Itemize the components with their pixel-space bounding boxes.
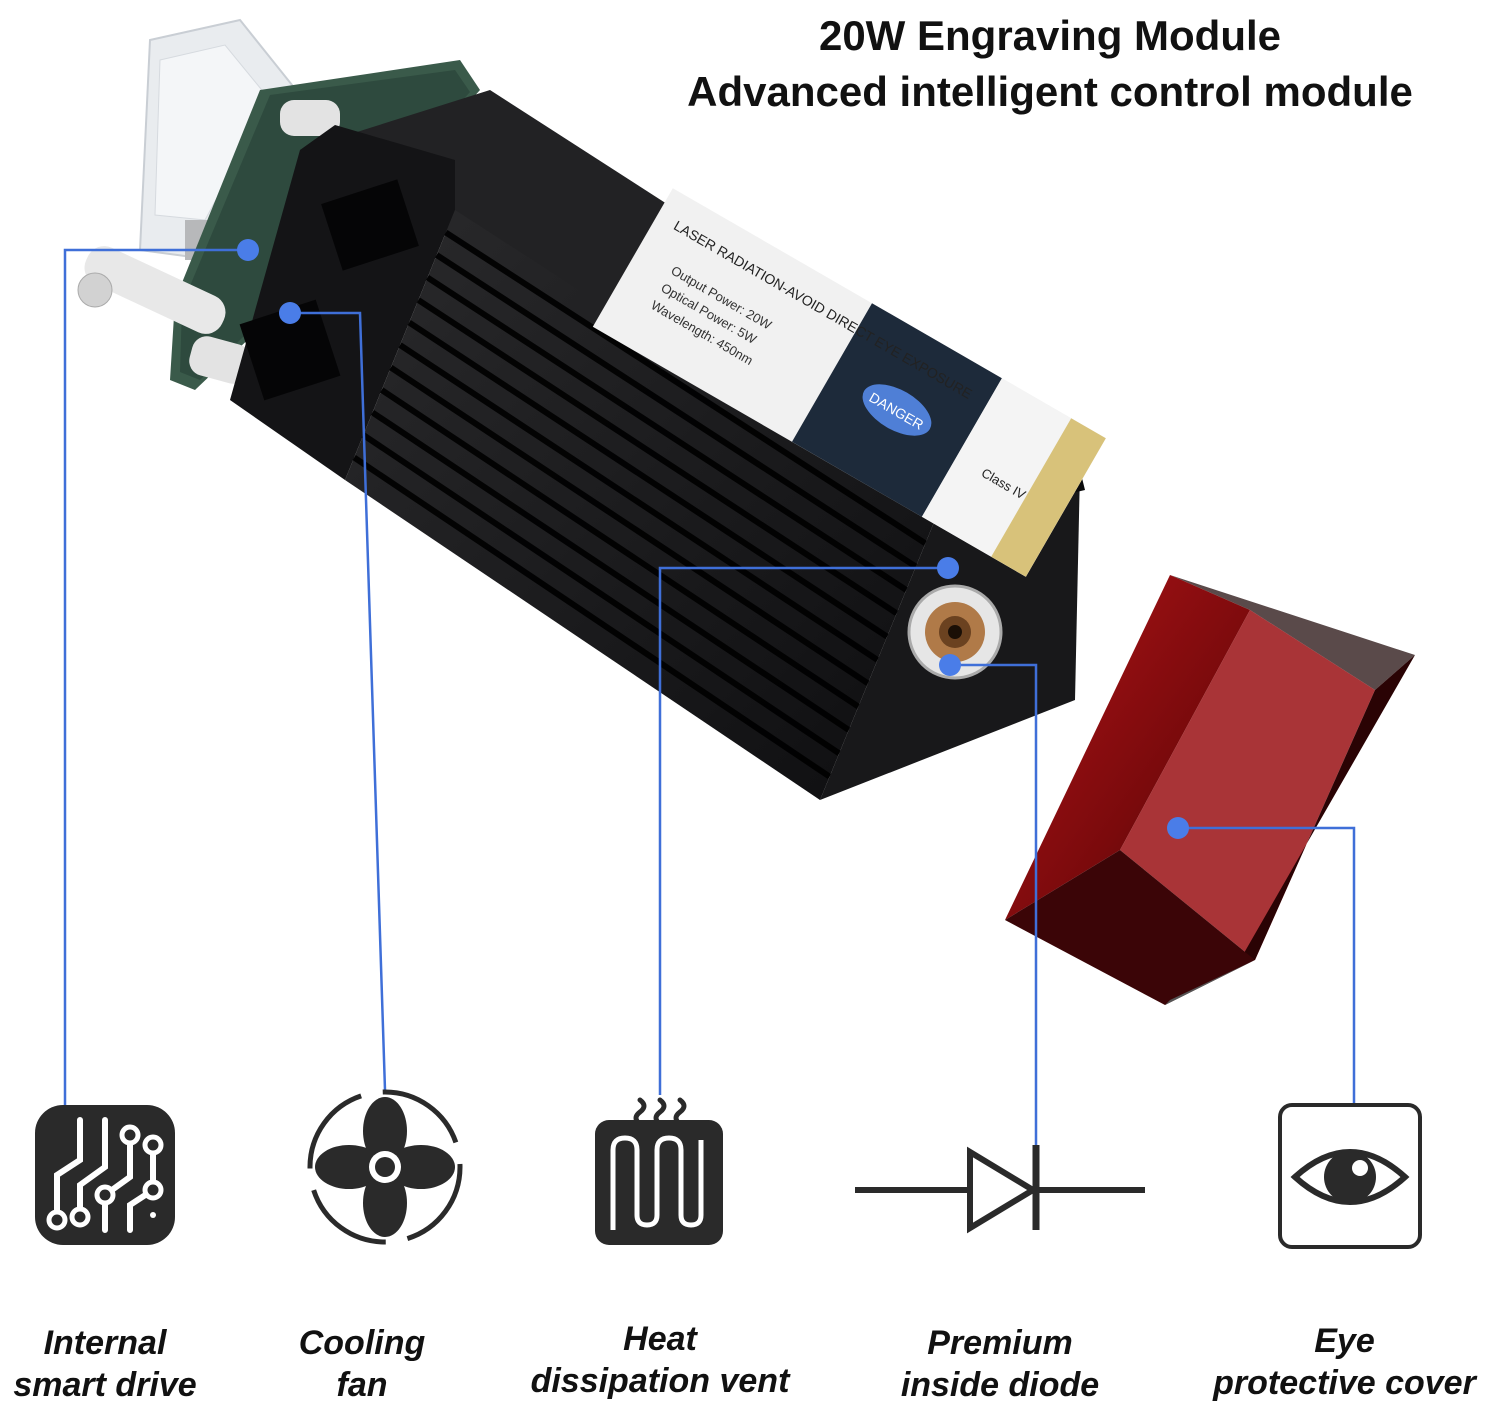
feature-label-line1: Cooling: [298, 1324, 426, 1362]
heatsink-fin: [435, 252, 918, 570]
feature-label-eye-protective-cover: Eye protective cover: [1192, 1320, 1497, 1404]
heat-vent-icon: [595, 1097, 723, 1245]
diode-symbol-icon: [855, 1145, 1145, 1234]
feature-label-heat-dissipation-vent: Heat dissipation vent: [505, 1318, 815, 1402]
feature-label-internal-smart-drive: Internal smart drive: [0, 1322, 210, 1406]
feature-label-line2: inside diode: [900, 1366, 1100, 1404]
heatsink-fin: [389, 364, 870, 686]
feature-label-premium-inside-diode: Premium inside diode: [880, 1322, 1120, 1406]
heatsink-fin: [352, 455, 832, 780]
heatsink-fin: [425, 274, 908, 593]
headline-subtitle: Advanced intelligent control module: [687, 68, 1413, 115]
fan-icon: [307, 1089, 463, 1245]
safety-label: DANGER LASER RADIATION-AVOID DIRECT EYE …: [592, 188, 1106, 577]
heatsink-fin: [398, 342, 880, 663]
heatsink-fin: [361, 432, 841, 756]
heatsink-fin: [380, 387, 860, 710]
eye-icon: [1278, 1103, 1422, 1249]
headline-title: 20W Engraving Module: [818, 12, 1282, 59]
feature-label-line1: Internal: [43, 1324, 167, 1362]
feature-label-cooling-fan: Cooling fan: [262, 1322, 462, 1406]
feature-label-line1: Premium: [927, 1324, 1073, 1362]
feature-label-line2: smart drive: [13, 1366, 197, 1404]
callout-lines: [63, 248, 1356, 1145]
eye-protective-cover: [1005, 575, 1415, 1005]
feature-label-line1: Eye: [1314, 1322, 1375, 1360]
heatsink-fin: [407, 319, 889, 640]
heatsink-fin: [444, 229, 928, 546]
heatsink-fin: [416, 297, 899, 616]
feature-label-line2: fan: [336, 1366, 388, 1404]
circuit-chip-icon: [35, 1105, 175, 1245]
feature-label-line2: dissipation vent: [530, 1362, 790, 1400]
feature-label-line2: protective cover: [1213, 1364, 1476, 1402]
heatsink-fin: [370, 410, 851, 733]
feature-label-line1: Heat: [623, 1320, 697, 1358]
callout-dots: [237, 239, 1189, 839]
